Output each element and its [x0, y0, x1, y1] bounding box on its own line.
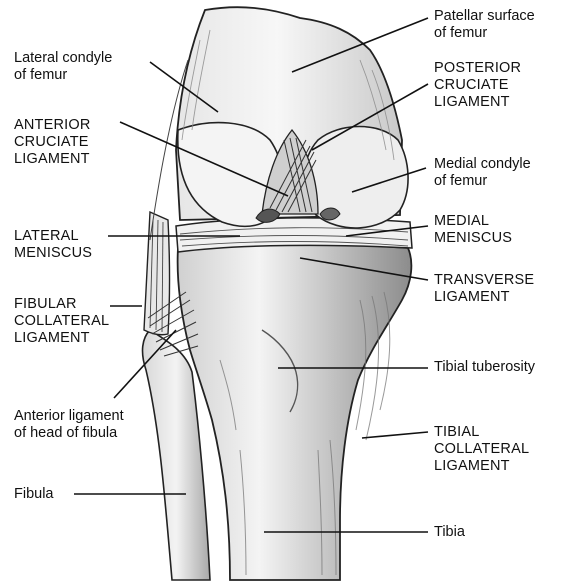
label-patellar-surface: Patellar surface of femur: [434, 8, 535, 42]
label-anterior-cruciate-ligament: ANTERIOR CRUCIATE LIGAMENT: [14, 117, 91, 168]
label-medial-condyle: Medial condyle of femur: [434, 156, 531, 190]
label-tibial-tuberosity: Tibial tuberosity: [434, 359, 535, 376]
label-tibia: Tibia: [434, 524, 465, 541]
tibia-bone: [178, 242, 412, 580]
label-anterior-ligament-fibula: Anterior ligament of head of fibula: [14, 408, 124, 442]
label-lateral-condyle: Lateral condyle of femur: [14, 50, 112, 84]
label-tibial-collateral-ligament: TIBIAL COLLATERAL LIGAMENT: [434, 424, 529, 475]
label-lateral-meniscus: LATERAL MENISCUS: [14, 228, 92, 262]
label-posterior-cruciate-ligament: POSTERIOR CRUCIATE LIGAMENT: [434, 60, 521, 111]
label-transverse-ligament: TRANSVERSE LIGAMENT: [434, 272, 534, 306]
label-medial-meniscus: MEDIAL MENISCUS: [434, 213, 512, 247]
medial-condyle: [303, 127, 408, 228]
label-fibular-collateral-ligament: FIBULAR COLLATERAL LIGAMENT: [14, 296, 109, 347]
label-fibula: Fibula: [14, 486, 54, 503]
